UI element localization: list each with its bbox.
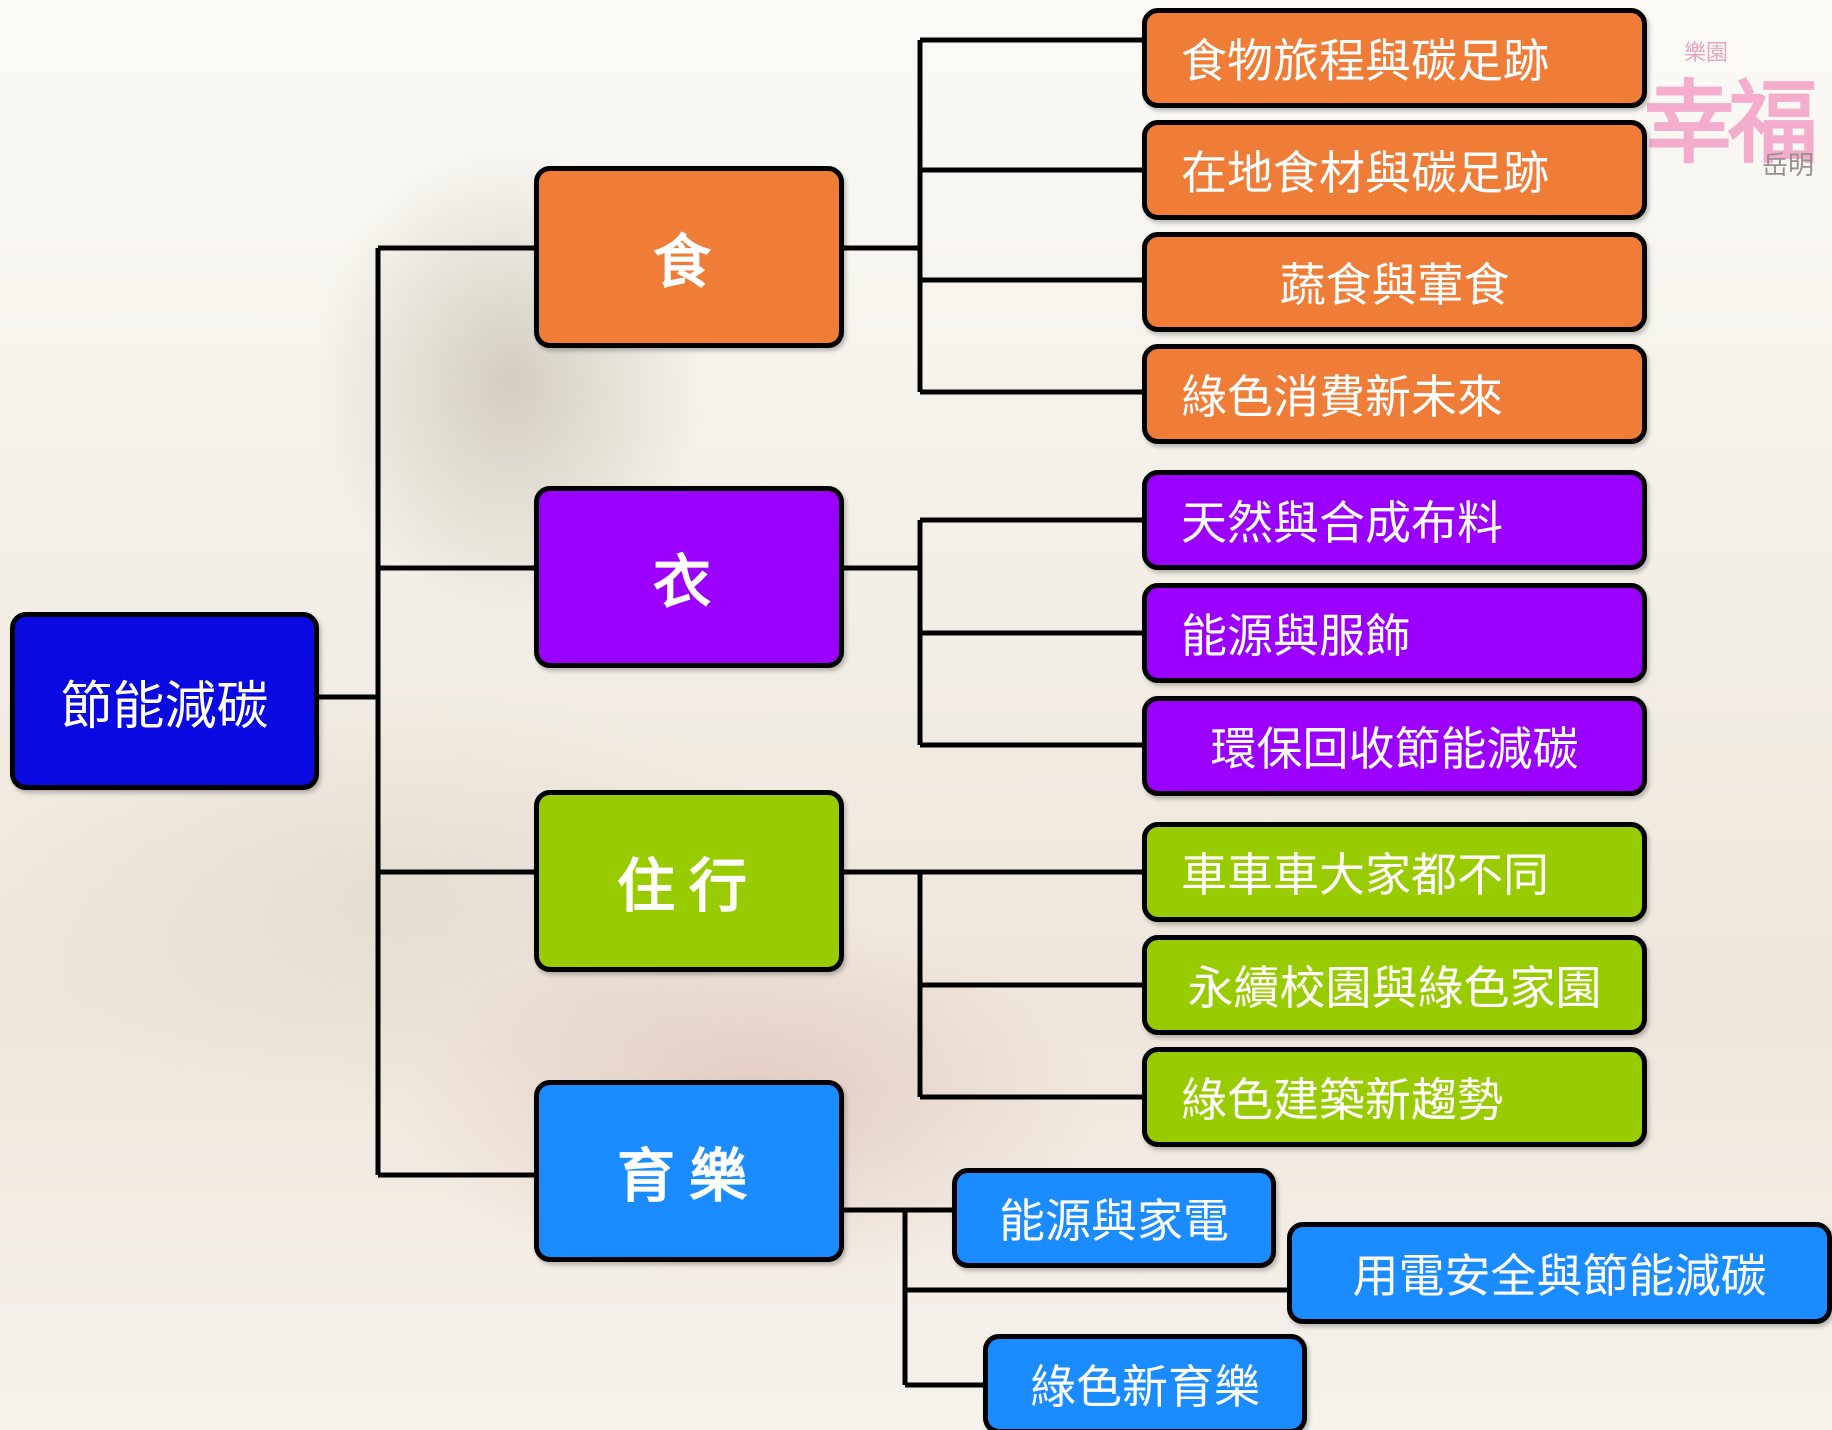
leaf-label: 能源與家電: [999, 1195, 1229, 1247]
branch-clothing-label: 衣: [652, 548, 725, 616]
leaf-label: 綠色新育樂: [1030, 1361, 1260, 1413]
branch-leisure: 育樂: [534, 1080, 844, 1262]
logo-sub-text: 岳明: [1761, 151, 1814, 181]
leaf-food-3: 蔬食與葷食: [1142, 232, 1647, 332]
leaf-label: 綠色消費新未來: [1181, 371, 1503, 423]
school-logo: 樂園 幸福 岳明: [1614, 35, 1824, 185]
logo-top-text: 樂園: [1684, 41, 1729, 66]
leaf-clothing-1: 天然與合成布料: [1142, 470, 1647, 570]
leaf-leisure-1: 能源與家電: [952, 1168, 1276, 1268]
leisure-connector: [842, 1207, 1291, 1388]
leaf-leisure-3: 綠色新育樂: [983, 1334, 1307, 1430]
branch-housing-label: 住行: [616, 852, 761, 920]
root-node: 節能減碳: [10, 612, 319, 790]
branch-clothing: 衣: [534, 486, 844, 668]
leaf-housing-2: 永續校園與綠色家園: [1142, 935, 1647, 1035]
leaf-leisure-2: 用電安全與節能減碳: [1287, 1222, 1832, 1324]
leaf-label: 環保回收節能減碳: [1210, 723, 1579, 775]
housing-connector: [842, 869, 1146, 1100]
branch-leisure-label: 育樂: [616, 1142, 761, 1210]
leaf-label: 蔬食與葷食: [1279, 259, 1510, 311]
leaf-housing-1: 車車車大家都不同: [1142, 822, 1647, 922]
branch-food: 食: [534, 166, 844, 348]
leaf-label: 用電安全與節能減碳: [1352, 1250, 1767, 1302]
logo-main-text: 幸福: [1644, 70, 1818, 176]
leaf-label: 車車車大家都不同: [1181, 849, 1549, 901]
leaf-label: 食物旅程與碳足跡: [1181, 35, 1549, 87]
leaf-food-4: 綠色消費新未來: [1142, 344, 1647, 444]
branch-food-label: 食: [652, 228, 725, 296]
root-node-label: 節能減碳: [60, 677, 269, 736]
leaf-food-1: 食物旅程與碳足跡: [1142, 8, 1647, 108]
branch-housing-transport: 住行: [534, 790, 844, 972]
leaf-housing-3: 綠色建築新趨勢: [1142, 1047, 1647, 1147]
leaf-label: 綠色建築新趨勢: [1181, 1074, 1503, 1126]
clothing-connector: [842, 517, 1146, 748]
leaf-label: 永續校園與綠色家園: [1187, 962, 1602, 1014]
food-connector: [842, 37, 1146, 395]
root-connector: [315, 245, 536, 1178]
leaf-label: 天然與合成布料: [1181, 497, 1503, 549]
leaf-label: 能源與服飾: [1181, 610, 1411, 662]
leaf-food-2: 在地食材與碳足跡: [1142, 120, 1647, 220]
leaf-label: 在地食材與碳足跡: [1181, 147, 1549, 199]
leaf-clothing-2: 能源與服飾: [1142, 583, 1647, 683]
leaf-clothing-3: 環保回收節能減碳: [1142, 696, 1647, 796]
